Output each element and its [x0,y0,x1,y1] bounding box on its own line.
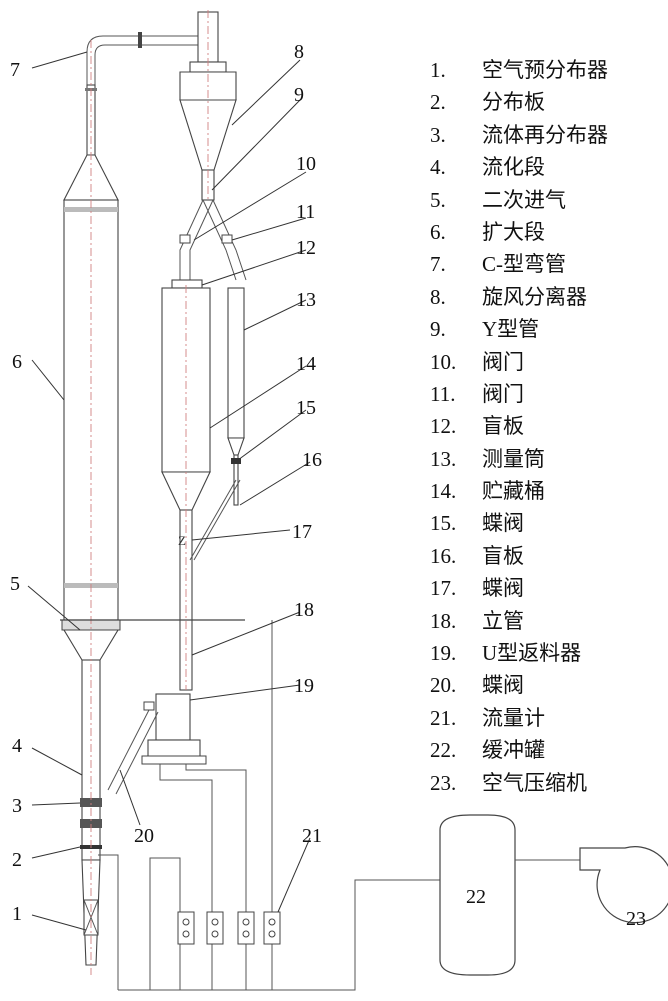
legend-item: 16.盲板 [430,543,524,568]
callout-6: 6 [12,351,22,373]
legend-item: 9.Y型管 [430,317,540,342]
blind-plate-12 [171,279,203,289]
callout-20: 20 [134,825,154,847]
callout-9: 9 [294,84,304,106]
legend-item: 4.流化段 [430,155,545,180]
callout-4: 4 [12,735,22,757]
legend-item: 12.盲板 [430,414,524,439]
legend-item: 3.流体再分布器 [430,122,608,147]
callout-15: 15 [296,397,316,419]
valve-11 [221,234,233,244]
legend-item: 8.旋风分离器 [430,284,587,309]
callout-7: 7 [10,59,20,81]
y-pipe [179,199,247,281]
callout-19: 19 [294,675,314,697]
callout-8: 8 [294,41,304,63]
buffer-tank: 22 [439,814,516,976]
storage-barrel: Z [161,279,211,691]
legend-item: 5.二次进气 [430,187,566,212]
butterfly-valve-15 [231,458,241,464]
flow-meter-1 [177,911,195,945]
legend-item: 22.缓冲罐 [430,738,545,763]
legend-item: 18.立管 [430,608,524,633]
callout-3: 3 [12,795,22,817]
valve-10 [179,234,191,244]
flow-meter-3 [237,911,255,945]
legend-item: 20.蝶阀 [430,673,524,698]
legend-item: 11.阀门 [430,381,524,406]
flow-meter-4 [263,911,281,945]
callout-numbers: 7 8 9 10 11 12 13 6 14 15 16 17 5 18 19 … [10,41,322,925]
callout-13: 13 [296,289,316,311]
legend-item: 10.阀门 [430,349,524,374]
compressor-label: 23 [626,908,646,930]
component-legend: 1.空气预分布器 2.分布板 3.流体再分布器 4.流化段 5.二次进气 6.扩… [430,54,608,799]
butterfly-valve-17-symbol: Z [178,533,186,548]
callout-11: 11 [296,201,315,223]
callout-17: 17 [292,521,312,543]
callout-12: 12 [296,237,316,259]
callout-21: 21 [302,825,322,847]
redistributor-1 [80,798,102,807]
legend-item: 6.扩大段 [430,219,545,244]
callout-leaders [27,51,311,931]
callout-1: 1 [12,903,22,925]
callout-10: 10 [296,153,316,175]
redistributor-2 [80,819,102,828]
legend-item: 7.C-型弯管 [430,252,566,277]
buffer-tank-label: 22 [466,886,486,908]
main-riser-column [61,32,210,975]
callout-2: 2 [12,849,22,871]
c-bend-flange [138,32,142,48]
legend-item: 1.空气预分布器 [430,58,608,82]
flow-meter-2 [206,911,224,945]
cyclone-separator [179,10,237,201]
flow-meters [177,911,281,945]
measuring-cylinder [189,287,245,561]
legend-item: 15.蝶阀 [430,511,524,536]
callout-14: 14 [296,353,316,375]
legend-item: 21.流量计 [430,705,545,730]
legend-item: 17.蝶阀 [430,576,524,601]
callout-16: 16 [302,449,322,471]
air-compressor: 23 [579,846,668,930]
legend-item: 13.测量筒 [430,446,545,471]
callout-5: 5 [10,573,20,595]
legend-item: 19.U型返料器 [430,641,582,666]
butterfly-valve-20 [143,701,155,711]
callout-18: 18 [294,599,314,621]
u-loop-seal [107,693,207,795]
legend-item: 2.分布板 [430,90,545,115]
legend-item: 23.空气压缩机 [430,770,587,795]
legend-item: 14.贮藏桶 [430,479,545,504]
